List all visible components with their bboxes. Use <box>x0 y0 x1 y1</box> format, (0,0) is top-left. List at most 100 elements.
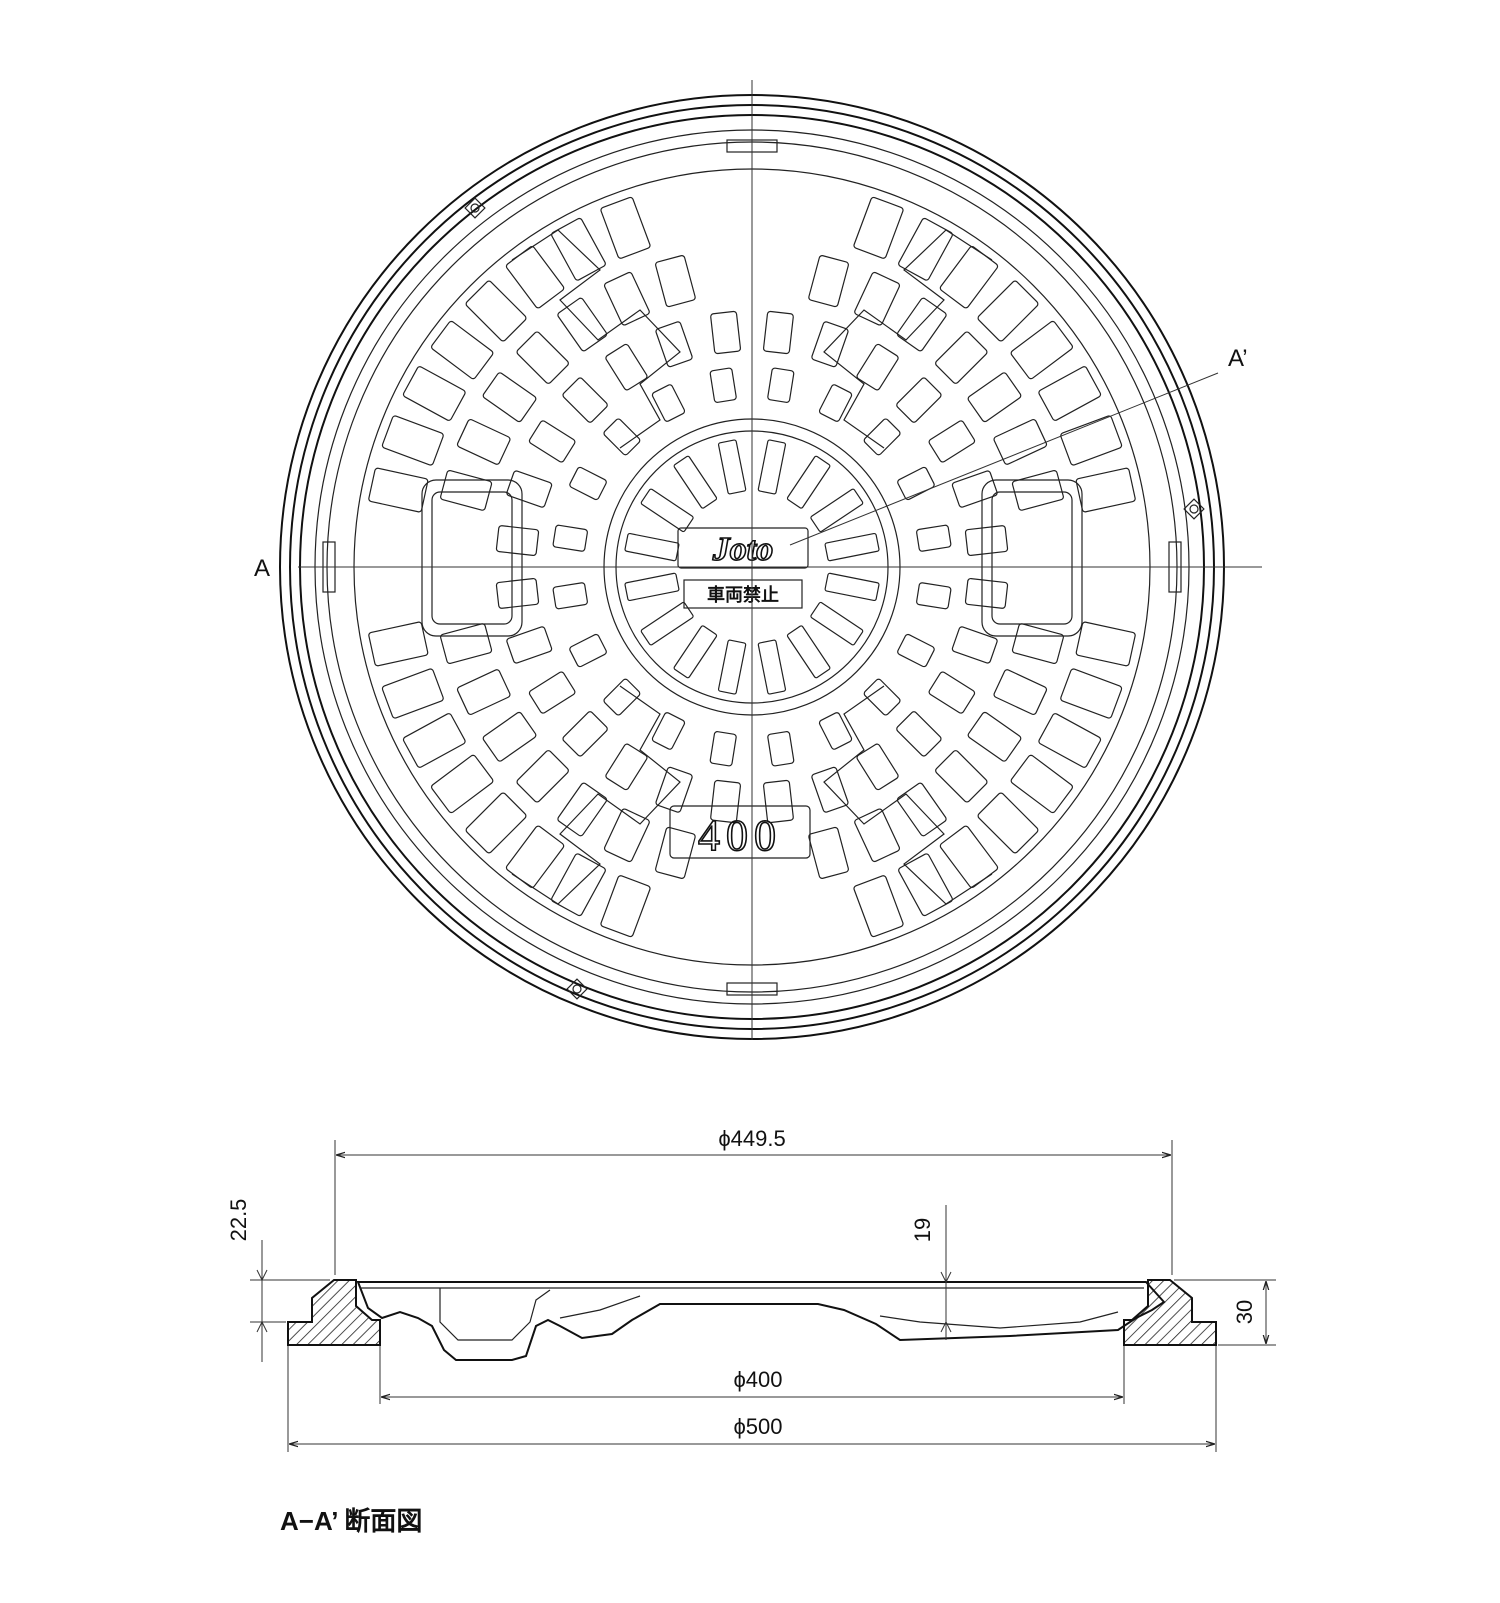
pattern-lug <box>818 712 853 750</box>
pattern-lug <box>495 577 540 609</box>
notice-plate-text: 車両禁止 <box>707 584 779 605</box>
pattern-lug <box>516 750 569 803</box>
pattern-lug <box>603 418 641 456</box>
pattern-lug <box>605 343 648 391</box>
pattern-lug <box>516 331 569 384</box>
pattern-lug <box>655 766 693 813</box>
pattern-lug <box>967 372 1022 423</box>
pattern-lug <box>482 711 537 762</box>
medallion-spoke <box>786 625 831 679</box>
dim-inner: ϕ400 <box>733 1367 782 1392</box>
pattern-lug <box>767 367 795 403</box>
medallion-spoke <box>786 455 831 509</box>
pattern-lug <box>898 853 953 917</box>
pattern-lug <box>1038 713 1102 768</box>
section-label-a: A <box>254 555 270 582</box>
pattern-lug <box>854 808 901 863</box>
pattern-lug <box>465 792 527 854</box>
handle-pocket-left <box>421 479 523 637</box>
pattern-lug <box>967 711 1022 762</box>
pattern-lug <box>863 678 901 716</box>
pattern-lug <box>603 808 650 863</box>
pattern-lug <box>1010 320 1073 380</box>
medallion-spoke <box>673 455 718 509</box>
pattern-lug <box>710 310 742 355</box>
pattern-lug <box>557 782 608 837</box>
pattern-lug <box>551 853 606 917</box>
boss-top-left <box>464 197 486 219</box>
plan-view: Joto 車両禁止 400 A A’ <box>254 80 1262 1040</box>
cover-section-profile <box>356 1281 1166 1361</box>
pattern-lug <box>993 418 1048 465</box>
pattern-lug <box>762 779 794 824</box>
medallion-spoke <box>624 532 680 562</box>
pattern-lug <box>1075 467 1136 513</box>
pattern-lug <box>569 633 607 668</box>
pattern-lug <box>762 310 794 355</box>
pattern-lug <box>381 415 444 466</box>
medallion-spoke <box>810 601 864 646</box>
pattern-lug <box>896 711 942 757</box>
pattern-lug <box>811 321 849 368</box>
pattern-lug <box>603 271 650 326</box>
pattern-lug <box>600 196 651 259</box>
pattern-lug <box>939 825 999 888</box>
medallion-spoke <box>824 532 880 562</box>
medallion-spoke <box>717 439 747 495</box>
pattern-lug <box>951 626 998 664</box>
pattern-lug <box>651 384 686 422</box>
pattern-lug <box>505 825 565 888</box>
pattern-lug <box>495 525 540 557</box>
pattern-lug <box>808 255 849 308</box>
pattern-lug <box>651 712 686 750</box>
cover-handle-recess <box>439 1288 551 1341</box>
brand-mark: Joto <box>712 531 773 568</box>
frame-section-right <box>1123 1279 1217 1346</box>
pattern-lug <box>1038 366 1102 421</box>
pattern-lug <box>456 669 511 716</box>
pattern-lug <box>856 343 899 391</box>
pattern-lug <box>600 875 651 938</box>
handle-pocket-right <box>981 479 1083 637</box>
pattern-lug <box>655 826 696 879</box>
size-plate <box>669 805 811 859</box>
pattern-lug <box>856 743 899 791</box>
pattern-lug <box>569 466 607 501</box>
pattern-lug <box>506 626 553 664</box>
pattern-lug <box>1075 621 1136 667</box>
pattern-lug <box>811 766 849 813</box>
pattern-lug <box>896 377 942 423</box>
pattern-lug <box>710 779 742 824</box>
pattern-lug <box>552 582 588 610</box>
dim-rim-height: 22.5 <box>226 1199 251 1242</box>
pattern-lug <box>431 754 494 814</box>
pattern-lug <box>528 671 576 714</box>
pattern-lug <box>898 217 953 281</box>
dim-cover-thickness: 19 <box>910 1218 935 1242</box>
pattern-lug <box>993 669 1048 716</box>
pattern-lug <box>897 466 935 501</box>
medallion-spoke <box>757 439 787 495</box>
frame-section-left <box>287 1279 381 1346</box>
pattern-lug <box>655 321 693 368</box>
medallion-spoke <box>640 488 694 533</box>
pattern-lug <box>977 280 1039 342</box>
pattern-lug <box>368 467 429 513</box>
pattern-lug <box>440 623 493 664</box>
pattern-lug <box>1011 623 1064 664</box>
cross-rib-outlines <box>511 229 993 905</box>
dim-outer: ϕ500 <box>733 1414 782 1439</box>
pattern-lug <box>818 384 853 422</box>
pattern-lug <box>863 418 901 456</box>
pattern-lug <box>456 418 511 465</box>
pattern-lug <box>603 678 641 716</box>
pattern-lug <box>552 524 588 552</box>
boss-right <box>1183 498 1205 520</box>
pattern-lug <box>767 731 795 767</box>
pattern-lug <box>1060 668 1123 719</box>
notice-plate <box>683 579 803 609</box>
boss-bottom-left <box>566 978 588 1000</box>
pattern-lug <box>431 320 494 380</box>
pattern-lug <box>655 255 696 308</box>
